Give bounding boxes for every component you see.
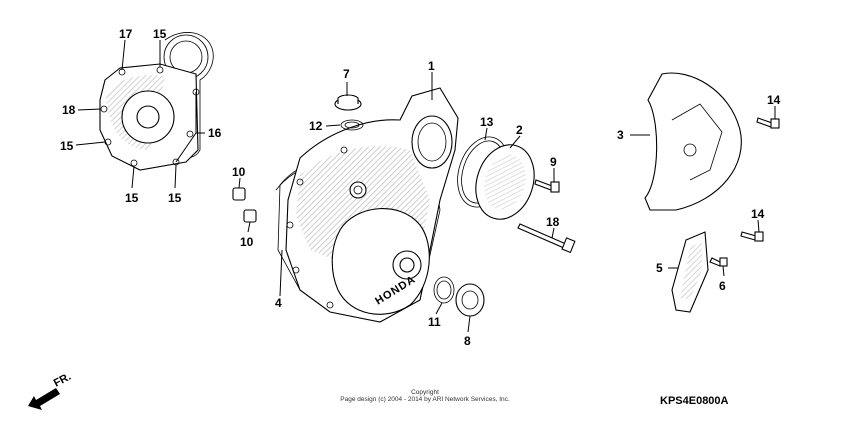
callout-15d: 15 [168, 191, 182, 205]
callout-10a: 10 [232, 165, 246, 179]
callout-1: 1 [428, 59, 435, 73]
callout-15a: 15 [153, 27, 167, 41]
callout-9: 9 [550, 155, 557, 169]
front-arrow-icon [28, 388, 60, 410]
callout-5: 5 [656, 261, 663, 275]
callout-2: 2 [516, 123, 523, 137]
callout-18b: 18 [546, 215, 560, 229]
callout-3: 3 [617, 128, 624, 142]
direction-arrow: FR. [28, 371, 73, 410]
callout-6: 6 [719, 279, 726, 293]
callout-12: 12 [309, 119, 323, 133]
copyright-title: Copyright [411, 389, 439, 396]
left-generator-cover [99, 32, 214, 171]
callout-14b: 14 [751, 207, 765, 221]
diagram-code: KPS4E0800A [660, 395, 729, 407]
callout-17: 17 [119, 27, 133, 41]
direction-label: FR. [52, 371, 73, 390]
callout-4: 4 [275, 296, 282, 310]
callout-labels: 17 15 18 15 15 15 16 7 12 1 13 2 9 18 10… [60, 27, 781, 348]
small-parts [232, 94, 576, 317]
callout-7: 7 [343, 67, 350, 81]
callout-16: 16 [208, 126, 222, 140]
leader-lines [75, 39, 776, 333]
copyright-text: Page design (c) 2004 - 2014 by ARI Netwo… [340, 396, 510, 403]
callout-15b: 15 [60, 139, 74, 153]
callout-13: 13 [480, 115, 494, 129]
callout-10b: 10 [240, 235, 254, 249]
right-guards [644, 72, 780, 313]
callout-18a: 18 [62, 103, 76, 117]
crankcase-cover: HONDA [275, 87, 459, 323]
callout-11: 11 [428, 315, 441, 329]
callout-8: 8 [464, 334, 471, 348]
callout-15c: 15 [125, 191, 139, 205]
callout-14a: 14 [767, 93, 781, 107]
